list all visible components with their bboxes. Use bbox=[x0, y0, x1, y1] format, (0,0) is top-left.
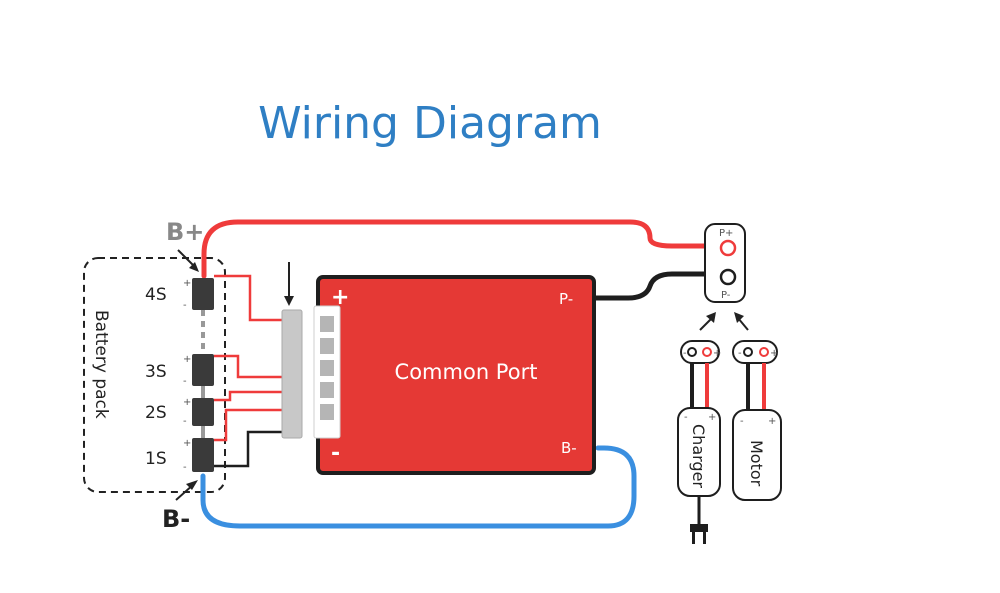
balance-wires bbox=[214, 274, 288, 468]
motor-body bbox=[732, 409, 782, 501]
cell-label-4s: 4S bbox=[145, 285, 167, 305]
svg-text:+: + bbox=[183, 438, 191, 449]
cell-label-1s: 1S bbox=[145, 449, 167, 469]
board-plus-label: + bbox=[331, 285, 349, 310]
charger-label: Charger bbox=[689, 424, 708, 488]
svg-text:-: - bbox=[183, 462, 187, 473]
arrow-head-icon bbox=[706, 312, 716, 323]
arrow-head-icon bbox=[186, 480, 198, 490]
board-title: Common Port bbox=[395, 360, 538, 384]
arrow-head-icon bbox=[284, 296, 294, 306]
balance-plug bbox=[281, 309, 303, 439]
svg-text:-: - bbox=[738, 348, 742, 359]
cell-1s: +- bbox=[183, 438, 214, 473]
board-balance-socket bbox=[313, 305, 341, 439]
board-p-minus-label: P- bbox=[559, 290, 573, 308]
charger-plug bbox=[680, 340, 720, 364]
svg-text:+: + bbox=[768, 416, 776, 427]
svg-text:-: - bbox=[684, 412, 688, 423]
svg-text:+: + bbox=[183, 278, 191, 289]
svg-text:-: - bbox=[683, 348, 687, 359]
cell-label-2s: 2S bbox=[145, 403, 167, 423]
p-minus-wire bbox=[591, 271, 721, 301]
arrow-head-icon bbox=[734, 312, 744, 323]
cell-4s: +- bbox=[183, 278, 214, 311]
motor-label: Motor bbox=[747, 440, 766, 487]
svg-text:+: + bbox=[713, 348, 721, 359]
b-minus-wire bbox=[200, 445, 637, 529]
mains-plug-icon bbox=[690, 524, 708, 544]
svg-text:+: + bbox=[183, 397, 191, 408]
b-plus-wire bbox=[201, 219, 721, 279]
port-p-minus-terminal bbox=[719, 268, 737, 286]
board-b-minus-label: B- bbox=[561, 439, 577, 457]
b-minus-label: B- bbox=[162, 505, 190, 533]
board-minus-label: - bbox=[331, 441, 340, 466]
motor-plug-pos-terminal bbox=[759, 347, 769, 357]
charger-plug-neg-terminal bbox=[687, 347, 697, 357]
cell-3s: +- bbox=[183, 354, 214, 387]
charger-plug-pos-terminal bbox=[702, 347, 712, 357]
port-p-plus-terminal bbox=[719, 239, 737, 257]
output-port bbox=[704, 223, 746, 303]
diagram-title: Wiring Diagram bbox=[258, 98, 602, 149]
motor-plug-neg-terminal bbox=[743, 347, 753, 357]
motor-plug bbox=[732, 340, 778, 364]
battery-pack-outline bbox=[83, 257, 226, 493]
port-p-minus-label: P- bbox=[721, 290, 731, 301]
svg-text:-: - bbox=[183, 376, 187, 387]
svg-text:+: + bbox=[770, 348, 778, 359]
arrow-head-icon bbox=[189, 262, 199, 272]
svg-text:-: - bbox=[740, 416, 744, 427]
svg-text:+: + bbox=[708, 412, 716, 423]
svg-text:+: + bbox=[183, 354, 191, 365]
b-plus-label: B+ bbox=[166, 218, 204, 246]
charger-to-port-arrow bbox=[699, 317, 713, 331]
svg-text:-: - bbox=[183, 300, 187, 311]
cell-2s: +- bbox=[183, 397, 214, 427]
port-p-plus-label: P+ bbox=[719, 228, 733, 239]
svg-text:-: - bbox=[183, 416, 187, 427]
cell-label-3s: 3S bbox=[145, 362, 167, 382]
battery-pack-label: Battery pack bbox=[91, 310, 111, 419]
